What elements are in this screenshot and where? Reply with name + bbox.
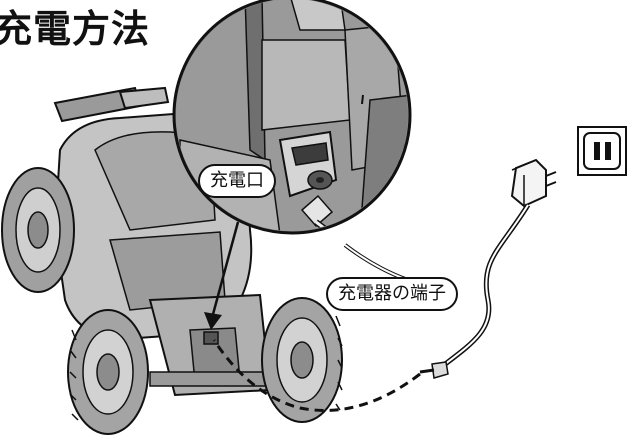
ac-adapter-icon [419,158,557,379]
charging-port-label: 充電口 [198,164,276,198]
wall-outlet-icon [577,126,627,176]
charger-plug-label: 充電器の端子 [326,277,458,311]
page-title: 充電方法 [0,7,151,51]
